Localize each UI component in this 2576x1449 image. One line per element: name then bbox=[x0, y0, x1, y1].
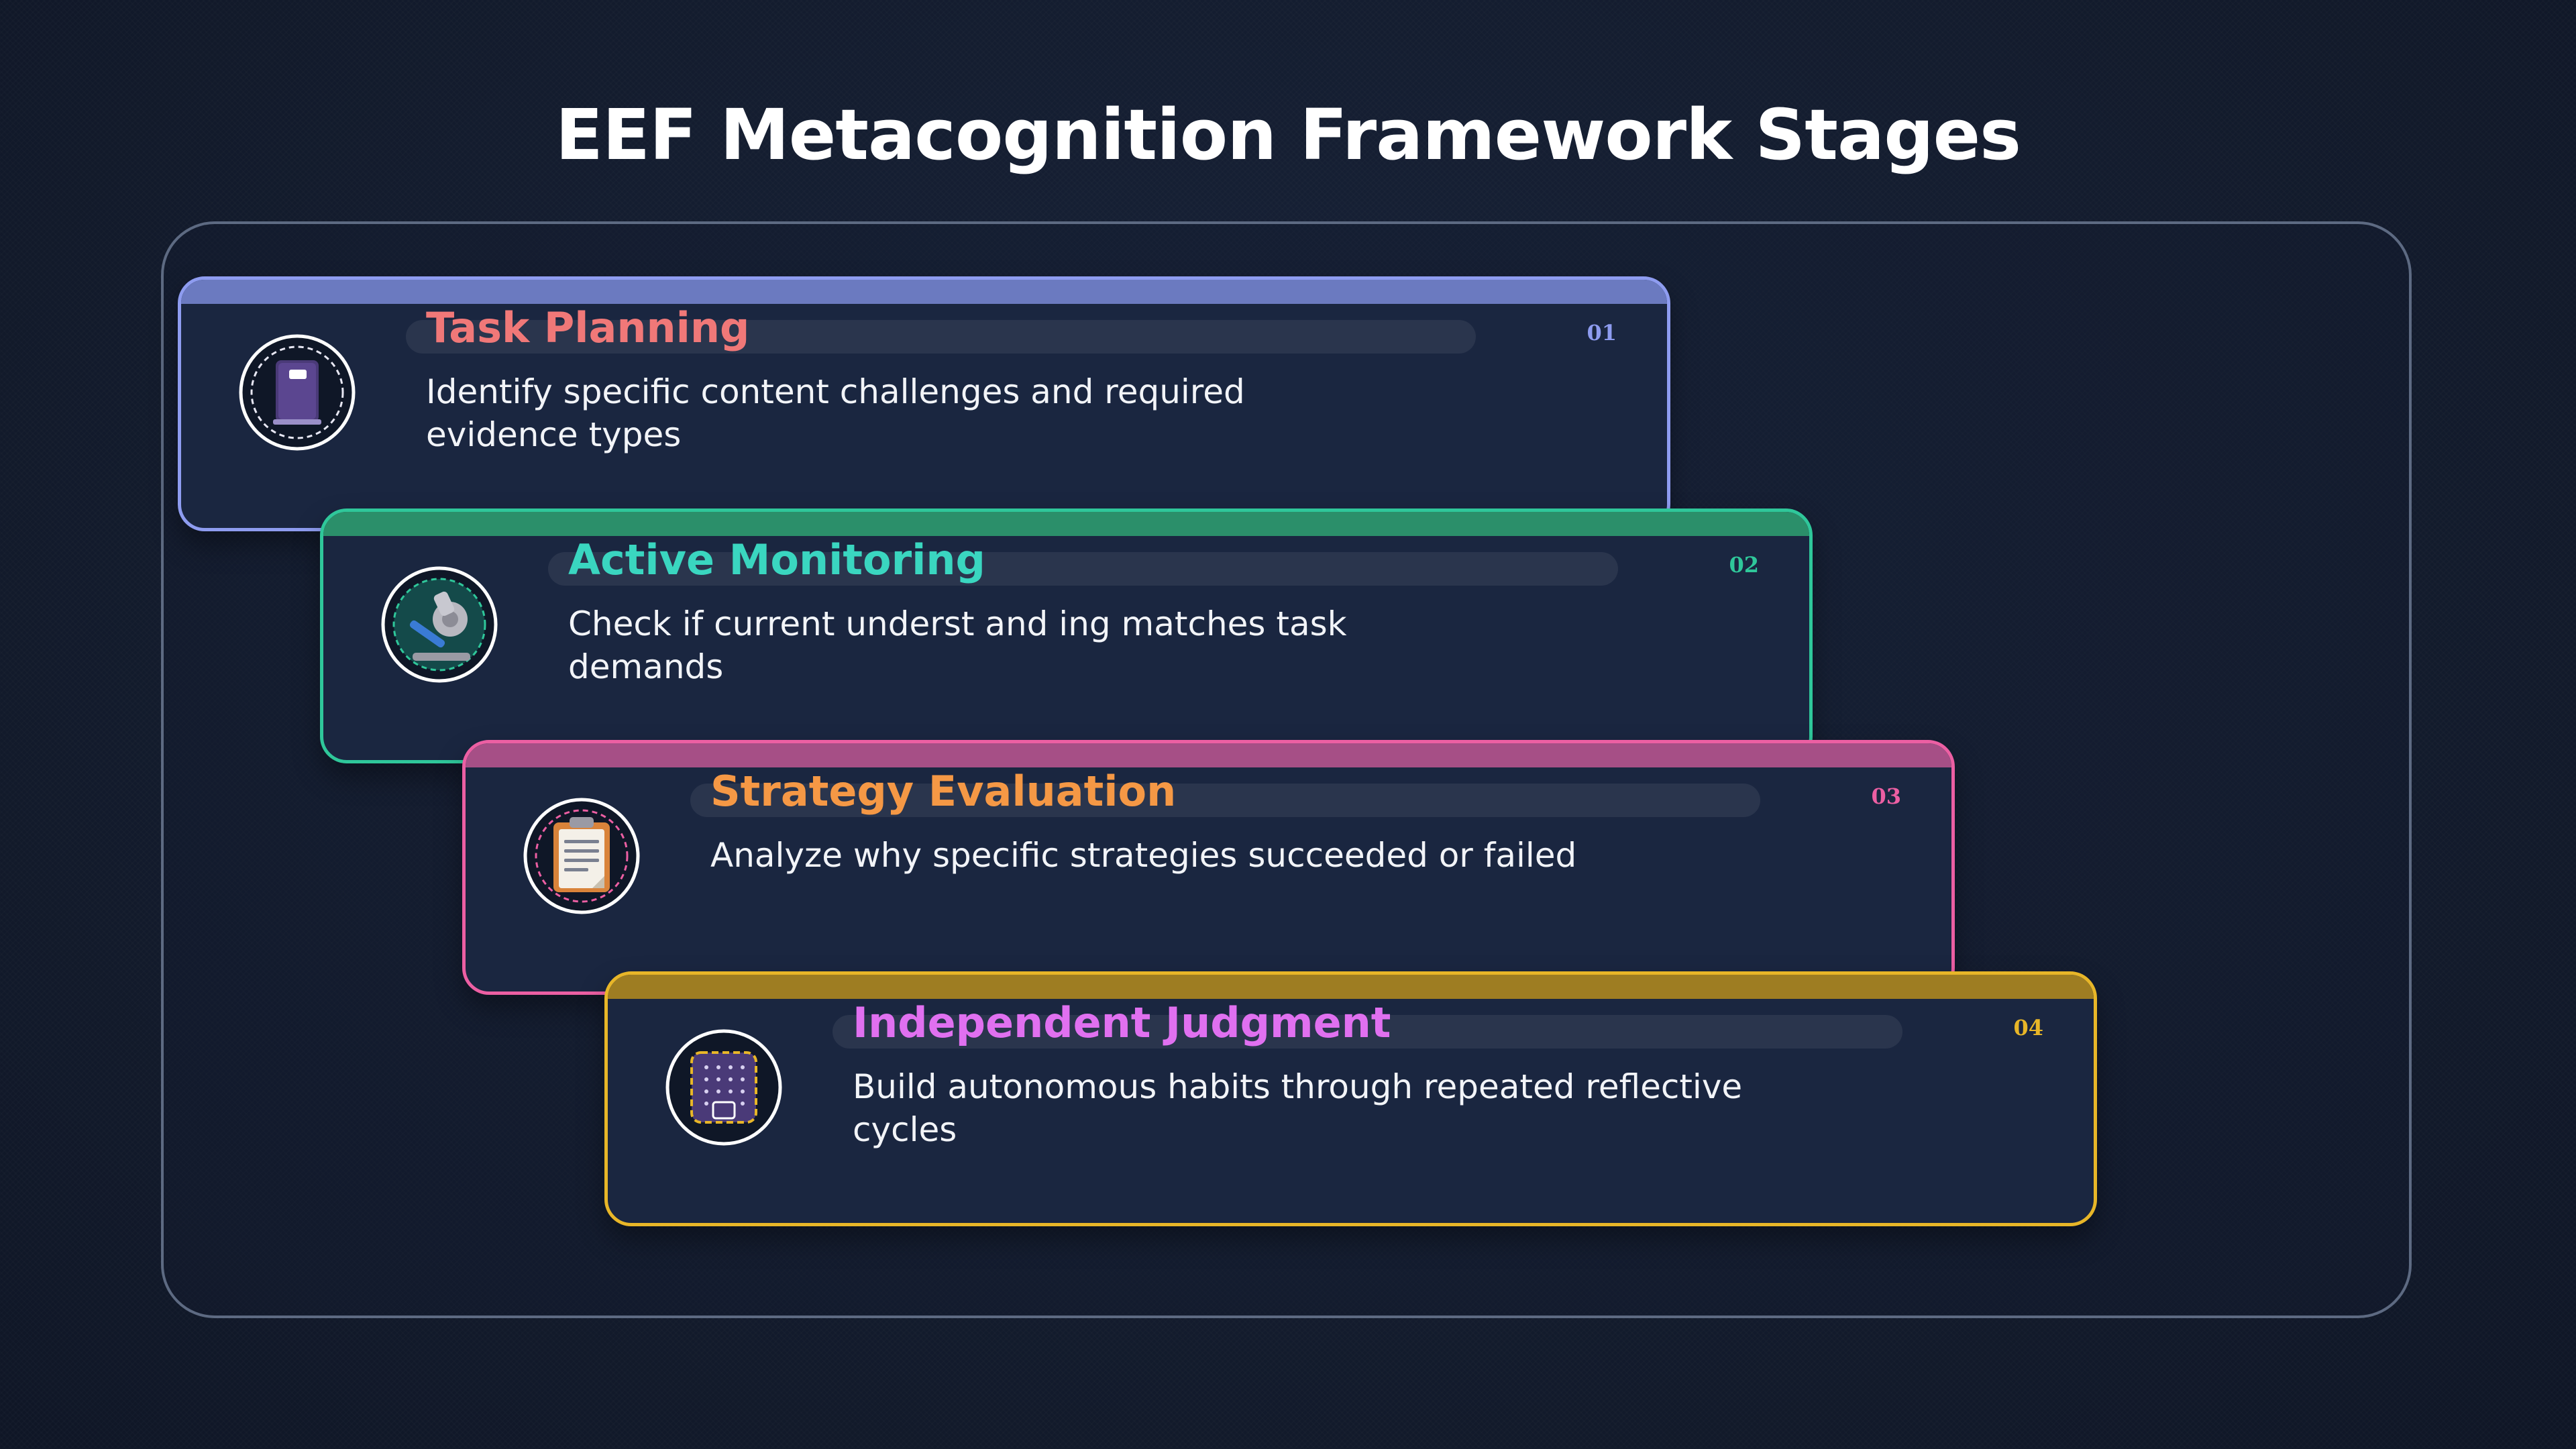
page-title: EEF Metacognition Framework Stages bbox=[555, 94, 2021, 176]
stage-title: Active Monitoring bbox=[568, 535, 985, 584]
stage-title-pill bbox=[690, 784, 1760, 817]
grid-board-icon bbox=[665, 1028, 783, 1146]
stage-card-header-bar bbox=[466, 743, 1951, 767]
stage-description: Identify specific content challenges and… bbox=[426, 372, 1245, 454]
stage-card-header-bar bbox=[181, 280, 1667, 304]
stage-title: Independent Judgment bbox=[853, 998, 1391, 1047]
stage-description: Check if current underst and ing matches… bbox=[568, 604, 1347, 686]
stage-card-independent-judgment: Independent Judgment 04 Build autonomous… bbox=[604, 971, 2097, 1226]
stage-card-active-monitoring: Active Monitoring 02 Check if current un… bbox=[320, 508, 1813, 763]
stage-number: 04 bbox=[2013, 1015, 2043, 1040]
stage-card-task-planning: Task Planning 01 Identify specific conte… bbox=[178, 276, 1670, 531]
stage-card-strategy-evaluation: Strategy Evaluation 03 Analyze why speci… bbox=[462, 740, 1955, 995]
stage-description: Analyze why specific strategies succeede… bbox=[710, 836, 1577, 875]
stage-title-pill bbox=[548, 552, 1618, 586]
stage-title-pill bbox=[833, 1015, 1902, 1049]
clipboard-icon bbox=[523, 797, 641, 915]
stage-card-header-bar bbox=[608, 975, 2094, 999]
stage-card-header-bar bbox=[323, 512, 1809, 536]
stage-title: Strategy Evaluation bbox=[710, 767, 1177, 816]
stage-number: 02 bbox=[1729, 552, 1759, 578]
stage-number: 01 bbox=[1587, 320, 1617, 345]
stage-number: 03 bbox=[1871, 784, 1901, 809]
stage-title-pill bbox=[406, 320, 1476, 354]
microscope-icon bbox=[380, 566, 498, 684]
book-icon bbox=[238, 333, 356, 451]
stage-description: Build autonomous habits through repeated… bbox=[853, 1067, 1743, 1149]
stage-title: Task Planning bbox=[426, 303, 750, 352]
